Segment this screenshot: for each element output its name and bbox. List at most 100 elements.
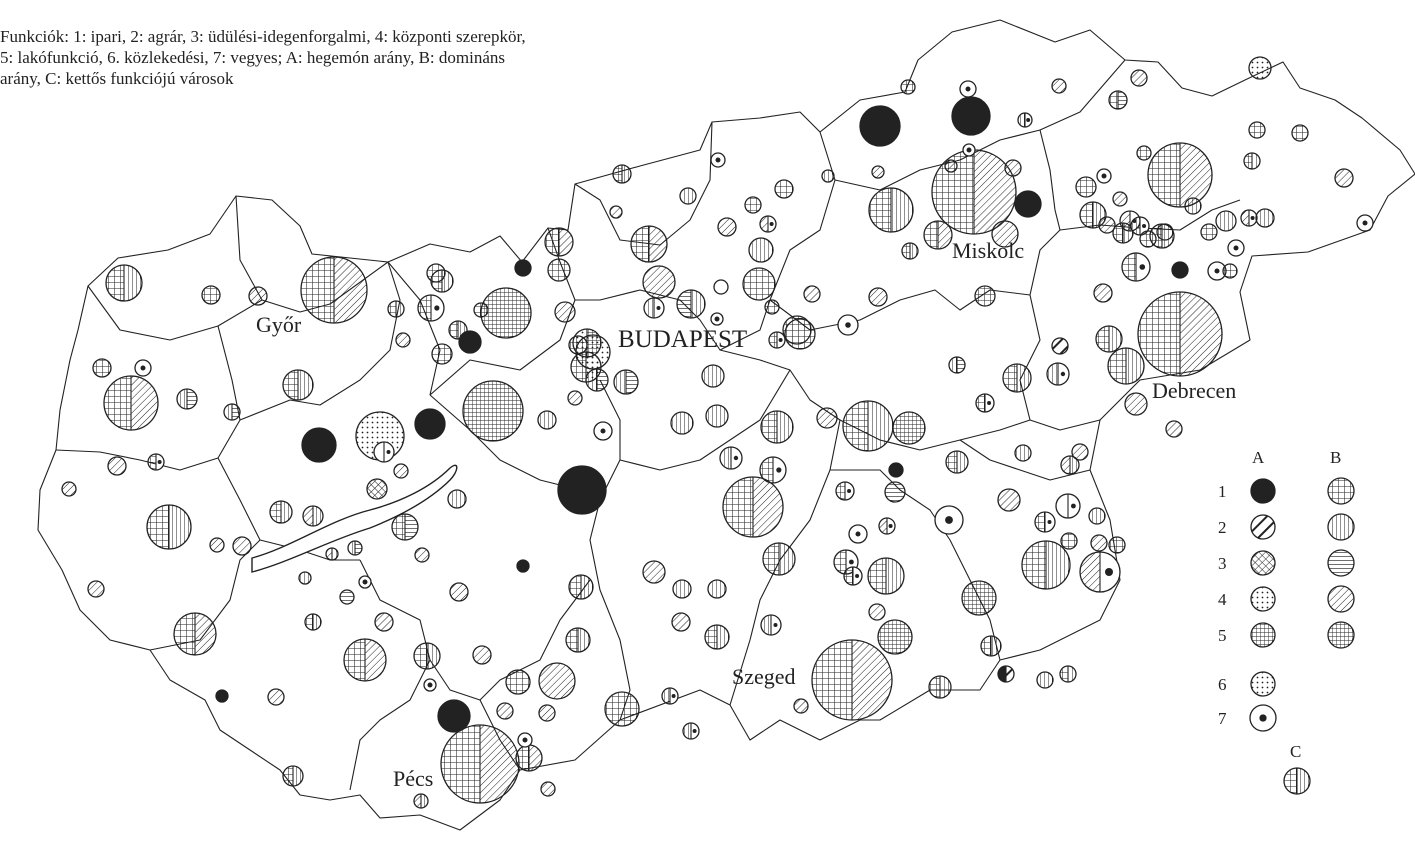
town-symbol: [1046, 362, 1070, 386]
town-symbol: [1071, 443, 1089, 461]
town-symbol: [901, 242, 919, 260]
town-symbol: [748, 237, 774, 263]
lake-balaton: [251, 464, 458, 573]
town-symbol: [147, 453, 165, 471]
city-label-pecs: Pécs: [393, 766, 433, 791]
town-symbol: [717, 217, 737, 237]
legend-symbol-b-5: [1327, 621, 1355, 649]
town-symbol: [1227, 239, 1245, 257]
town-symbol: [1034, 511, 1056, 533]
town-symbol: [1156, 223, 1174, 241]
town-symbol: [1051, 78, 1067, 94]
town-symbol: [269, 500, 293, 524]
town-symbol: [868, 187, 914, 233]
industrial-town-symbol: [1171, 261, 1189, 279]
town-symbol: [835, 481, 855, 501]
town-symbol: [61, 481, 77, 497]
town-symbol: [282, 369, 314, 401]
lake-outline: [251, 464, 458, 573]
county-border: [589, 379, 631, 721]
town-symbol: [373, 441, 395, 463]
county-border: [37, 19, 1415, 831]
legend-symbol-c: [1283, 767, 1311, 795]
town-symbol: [538, 704, 556, 722]
caption-line-1: Funkciók: 1: ipari, 2: agrár, 3: üdülési…: [0, 27, 526, 46]
city-symbol-gyor: [300, 256, 368, 324]
town-symbol: [565, 627, 591, 653]
legend-header-c: C: [1290, 742, 1301, 761]
town-symbol: [868, 603, 886, 621]
town-symbol: [837, 314, 859, 336]
city-label-debrecen: Debrecen: [1152, 378, 1236, 403]
county-border: [619, 369, 791, 471]
legend-row-2: 2: [1218, 518, 1227, 537]
town-symbol: [710, 152, 726, 168]
town-symbol: [1075, 176, 1097, 198]
town-symbol: [962, 143, 976, 157]
town-symbol: [744, 196, 762, 214]
town-symbol: [1136, 145, 1152, 161]
legend-symbol-b-1: [1327, 477, 1355, 505]
town-symbol: [1088, 507, 1106, 525]
town-symbol: [339, 589, 355, 605]
town-symbol: [448, 320, 468, 340]
town-symbol: [447, 489, 467, 509]
county-border: [959, 439, 1091, 481]
town-symbol: [974, 285, 996, 307]
town-symbol: [701, 364, 725, 388]
town-symbol: [868, 287, 888, 307]
town-symbol: [366, 478, 388, 500]
town-symbol: [1334, 168, 1354, 188]
town-symbol: [462, 380, 524, 442]
industrial-town-symbol: [557, 465, 607, 515]
town-symbol: [1356, 214, 1374, 232]
town-symbol: [426, 263, 446, 283]
town-symbol: [201, 285, 221, 305]
town-symbol: [923, 220, 953, 250]
town-symbol: [1200, 223, 1218, 241]
town-symbol: [980, 635, 1002, 657]
town-symbol: [267, 688, 285, 706]
town-symbol: [997, 488, 1021, 512]
town-symbol: [1207, 261, 1227, 281]
legend-symbol-a-4: [1250, 586, 1276, 612]
town-symbol: [1098, 216, 1116, 234]
town-symbol: [1240, 209, 1258, 227]
town-symbol: [325, 547, 339, 561]
town-symbol: [1121, 252, 1151, 282]
town-symbol: [358, 575, 372, 589]
town-symbol: [1060, 455, 1080, 475]
town-symbol: [1093, 283, 1113, 303]
legend-row-3: 3: [1218, 554, 1227, 573]
town-symbol: [223, 403, 241, 421]
town-symbol: [682, 722, 700, 740]
town-symbol: [1108, 90, 1128, 110]
town-symbol: [676, 289, 706, 319]
town-symbol: [431, 343, 453, 365]
town-symbol: [816, 407, 838, 429]
town-symbol: [821, 169, 835, 183]
town-symbol: [961, 580, 997, 616]
town-symbol: [1036, 671, 1054, 689]
town-symbol: [948, 356, 966, 374]
legend-symbol-a-7: [1249, 704, 1277, 732]
town-symbol: [991, 220, 1019, 248]
town-symbol: [1215, 210, 1237, 232]
legend-row-6: 6: [1218, 675, 1227, 694]
town-symbol: [593, 421, 613, 441]
legend-row-5: 5: [1218, 626, 1227, 645]
town-symbol: [417, 294, 445, 322]
town-symbol: [843, 566, 863, 586]
town-symbol: [630, 225, 668, 263]
town-symbol: [877, 619, 913, 655]
town-symbol: [670, 411, 694, 435]
town-symbol: [1060, 532, 1078, 550]
town-symbol: [176, 388, 198, 410]
town-symbol: [232, 536, 252, 556]
industrial-town-symbol: [301, 427, 337, 463]
town-symbol: [642, 265, 676, 299]
town-symbol: [871, 165, 885, 179]
town-symbol: [282, 765, 304, 787]
town-symbol: [423, 678, 437, 692]
